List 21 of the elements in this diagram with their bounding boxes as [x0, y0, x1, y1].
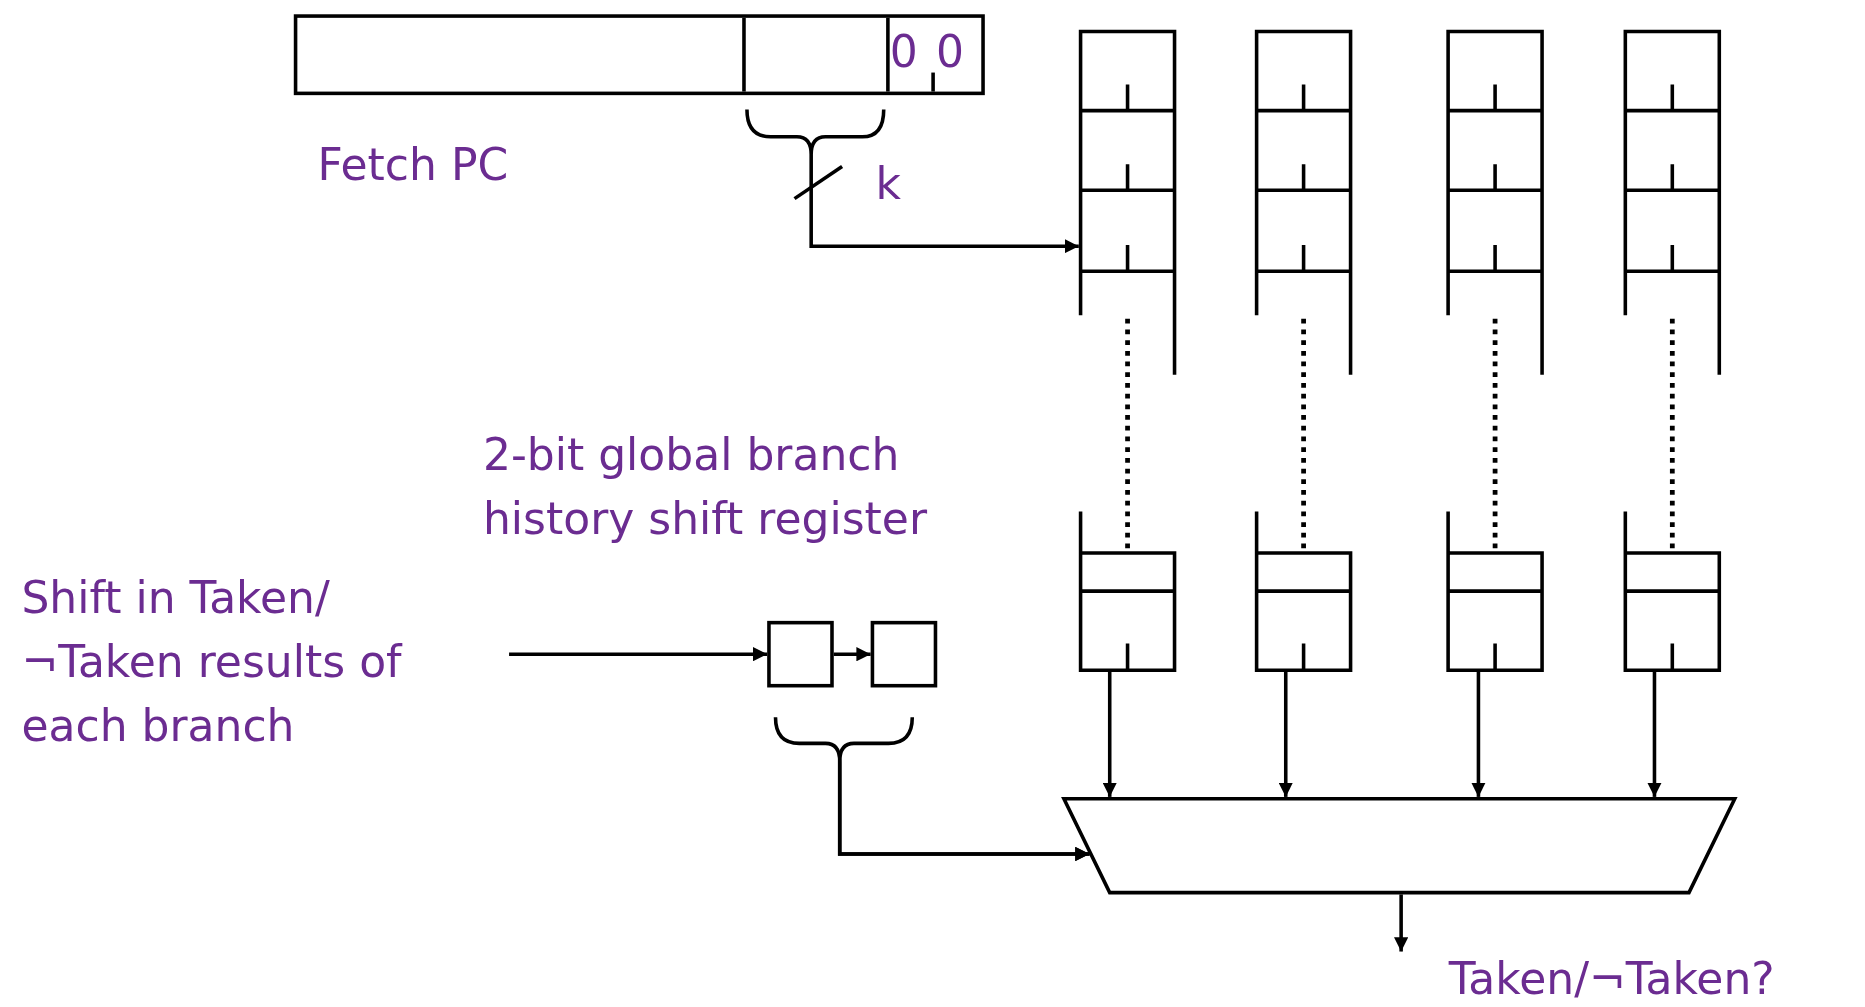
- register-field: [742, 17, 890, 92]
- arrow: [1647, 672, 1662, 797]
- arrow: [1394, 894, 1409, 952]
- arrow: [509, 647, 768, 662]
- counter-table: [1078, 29, 1177, 672]
- low-bits-field: 0 0: [886, 17, 982, 92]
- shift-register-cell: [767, 620, 834, 688]
- register-caption: 2-bit global branch history shift register: [482, 428, 928, 547]
- arrow: [1471, 672, 1486, 797]
- edge-label: k: [875, 157, 901, 212]
- counter-table: [1623, 29, 1722, 672]
- multiplexer-shape: [1062, 796, 1737, 895]
- counter-table: [1254, 29, 1353, 672]
- register-label: Fetch PC: [317, 138, 509, 193]
- arrow: [1102, 672, 1117, 797]
- shift-register-cell: [870, 620, 938, 688]
- output-label: Taken/¬Taken?: [1447, 952, 1776, 1007]
- arrow: [833, 647, 871, 662]
- input-label: Shift in Taken/ ¬Taken results of each branch: [21, 571, 404, 754]
- arrow: [1278, 672, 1293, 797]
- counter-table: [1446, 29, 1544, 672]
